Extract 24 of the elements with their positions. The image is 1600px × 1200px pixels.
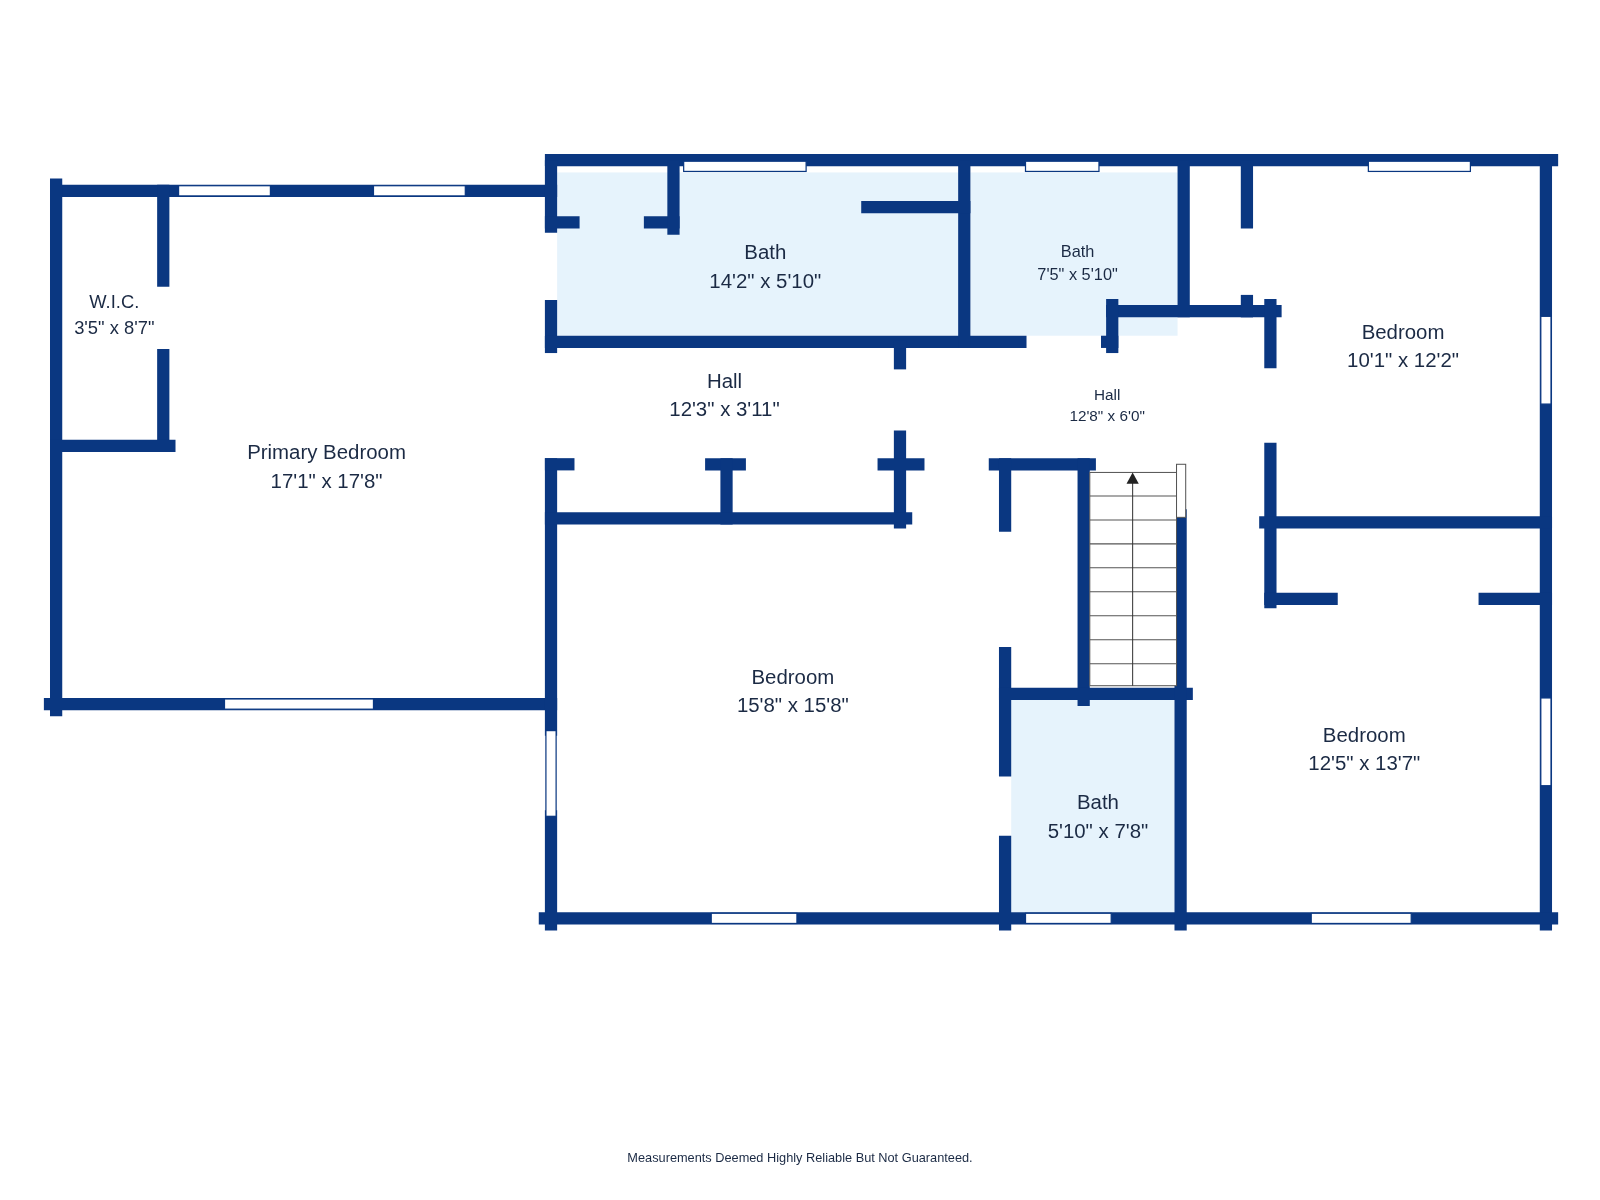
room-name: Bedroom (1361, 320, 1445, 344)
disclaimer-note: Measurements Deemed Highly Reliable But Not Guaranteed. (627, 1151, 973, 1166)
room-name: Primary Bedroom (247, 440, 406, 465)
room-dimensions: 7'5" x 5'10" (1037, 265, 1118, 285)
room-name: W.I.C. (89, 291, 140, 314)
room-name: Hall (706, 369, 743, 393)
room-dimensions: 12'8" x 6'0" (1069, 407, 1145, 425)
room-name: Bath (1076, 790, 1119, 815)
room (970, 172, 1178, 336)
room-name: Bath (1060, 242, 1095, 262)
room-dimensions: 14'2" x 5'10" (709, 269, 822, 293)
room (1011, 700, 1175, 913)
room-dimensions: 5'10" x 7'8" (1047, 819, 1149, 843)
room-dimensions: 17'1" x 17'8" (270, 469, 383, 493)
room-dimensions: 15'8" x 15'8" (736, 693, 849, 718)
room-name: Bedroom (751, 665, 835, 689)
room-dimensions: 12'5" x 13'7" (1308, 752, 1421, 776)
room-name: Bedroom (1322, 723, 1406, 747)
room-name: Bath (744, 240, 787, 265)
room-dimensions: 12'3" x 3'11" (669, 397, 780, 422)
room-dimensions: 3'5" x 8'7" (74, 317, 155, 339)
room-dimensions: 10'1" x 12'2" (1347, 349, 1459, 373)
room-name: Hall (1093, 385, 1121, 404)
room (557, 172, 959, 336)
